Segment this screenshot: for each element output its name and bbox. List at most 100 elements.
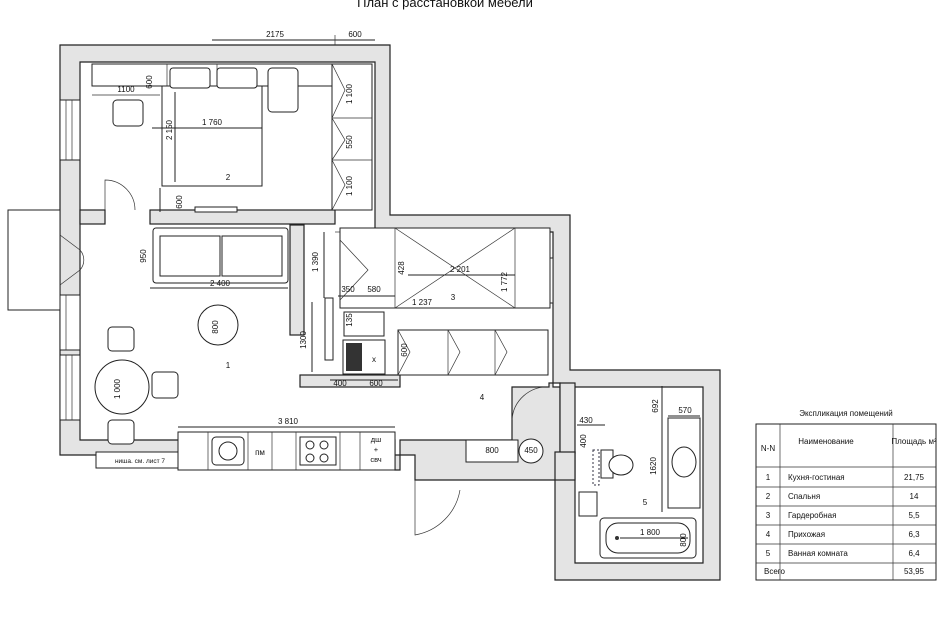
table-row-name: Гардеробная — [788, 511, 836, 520]
table-row-num: 5 — [766, 549, 771, 558]
label-x: х — [372, 355, 376, 364]
table-row-area: 21,75 — [904, 473, 925, 482]
table-row-name: Прихожая — [788, 530, 825, 539]
sofa-cushion-left — [159, 235, 221, 277]
dim-428: 428 — [397, 261, 406, 275]
dim-570: 570 — [678, 406, 692, 415]
toilet-install — [592, 449, 600, 486]
dim-580: 580 — [367, 285, 381, 294]
toilet-bowl — [608, 454, 634, 476]
dim-600-top: 600 — [348, 30, 362, 39]
dim-1000: 1 000 — [113, 378, 122, 399]
dim-800-hall: 800 — [485, 446, 499, 455]
bed — [161, 85, 263, 187]
table-total-label: Всего — [764, 567, 786, 576]
dining-chair-right — [151, 371, 179, 399]
dim-600d: 600 — [369, 379, 383, 388]
burner-3 — [305, 453, 315, 463]
table-total-area: 53,95 — [904, 567, 925, 576]
dim-350: 350 — [341, 285, 355, 294]
table-header-area: Площадь м² — [891, 437, 937, 446]
room-number-4: 4 — [480, 393, 485, 402]
boiler — [346, 343, 362, 371]
dim-1237: 1 237 — [412, 298, 433, 307]
table-row-area: 6,4 — [908, 549, 920, 558]
bathroom: 692 570 1620 430 400 400 5 1 800 800 — [577, 386, 701, 559]
explication-table: Экспликация помещений N-N Наименование П… — [755, 409, 937, 581]
kitchen-counter — [177, 431, 396, 471]
tv-living — [324, 297, 334, 361]
room-number-1: 1 — [226, 361, 231, 370]
dim-1760: 1 760 — [202, 118, 223, 127]
dim-1620: 1620 — [649, 457, 658, 475]
dim-450: 450 — [524, 446, 538, 455]
dim-2150: 2 150 — [165, 119, 174, 140]
hallway: 4 800 450 — [465, 393, 544, 464]
dim-135: 135 — [345, 313, 354, 327]
label-plus: + — [374, 445, 379, 454]
exterior-walls — [59, 44, 721, 581]
label-dsh: дш — [371, 435, 381, 444]
partition-bedroom-right — [149, 209, 336, 225]
table-row-area: 6,3 — [908, 530, 920, 539]
partition-wardrobe-bottom — [299, 374, 401, 388]
dim-600c: 600 — [400, 343, 409, 357]
niche-label: ниша. см. лист 7 — [115, 458, 165, 465]
dim-600b: 600 — [175, 195, 184, 209]
plan-title: План с расстановкой мебели — [357, 0, 533, 10]
coffee-table — [197, 304, 239, 346]
label-svch: свч — [370, 455, 381, 464]
bedroom-wardrobe — [331, 63, 373, 211]
room-number-3: 3 — [451, 293, 456, 302]
dim-400-bath-a: 400 — [579, 434, 588, 448]
table-row-name: Спальня — [788, 492, 820, 501]
dim-950: 950 — [139, 249, 148, 263]
dim-2400: 2 400 — [210, 279, 231, 288]
dim-800: 800 — [211, 320, 220, 334]
dim-692: 692 — [651, 399, 660, 413]
dim-2201: 2 201 — [450, 265, 471, 274]
dim-wardrobe-1100a: 1 100 — [345, 83, 354, 104]
burner-1 — [305, 440, 315, 450]
table-row-num: 4 — [766, 530, 771, 539]
dim-wardrobe-550: 550 — [345, 135, 354, 149]
dim-1300: 1300 — [299, 331, 308, 349]
hallway-pouf — [518, 438, 544, 464]
dim-1800: 1 800 — [640, 528, 661, 537]
dining-chair-top — [107, 326, 135, 352]
dim-800-bath: 800 — [679, 533, 688, 547]
hallway-bench — [465, 439, 519, 463]
doors — [104, 179, 550, 536]
dim-1390: 1 390 — [311, 251, 320, 272]
bath-drain — [615, 536, 619, 540]
dim-600a: 600 — [145, 75, 154, 89]
table-row-area: 5,5 — [908, 511, 920, 520]
armchair-bedroom — [267, 67, 299, 113]
balcony — [7, 209, 85, 311]
table-row-area: 14 — [910, 492, 919, 501]
table-row-name: Ванная комната — [788, 549, 848, 558]
dim-430: 430 — [579, 416, 593, 425]
partition-bath-left — [559, 382, 576, 454]
dim-1100: 1100 — [117, 85, 135, 94]
washbasin — [671, 446, 697, 478]
bedroom: 1100 600 2 150 1 760 600 1 100 550 1 100… — [91, 63, 373, 213]
table-header-name: Наименование — [798, 437, 854, 446]
living-kitchen: 2 400 950 800 1 1300 1 000 ниша. см. лис… — [94, 227, 396, 471]
dim-wardrobe-1100b: 1 100 — [345, 175, 354, 196]
dim-3810: 3 810 — [278, 417, 299, 426]
dining-table — [94, 359, 150, 415]
sofa-cushion-right — [221, 235, 283, 277]
table-row-name: Кухня-гостиная — [788, 473, 845, 482]
table-caption: Экспликация помещений — [799, 409, 893, 418]
burner-2 — [319, 440, 329, 450]
room-number-5: 5 — [643, 498, 648, 507]
room-number-2: 2 — [226, 173, 231, 182]
sink-bowl — [218, 441, 238, 461]
dim-2175: 2175 — [266, 30, 284, 39]
table-header-num: N-N — [761, 444, 775, 453]
top-dimensions: 2175 600 — [212, 30, 375, 45]
partition-living-wardrobe — [289, 224, 305, 336]
label-pm: пм — [255, 448, 265, 457]
